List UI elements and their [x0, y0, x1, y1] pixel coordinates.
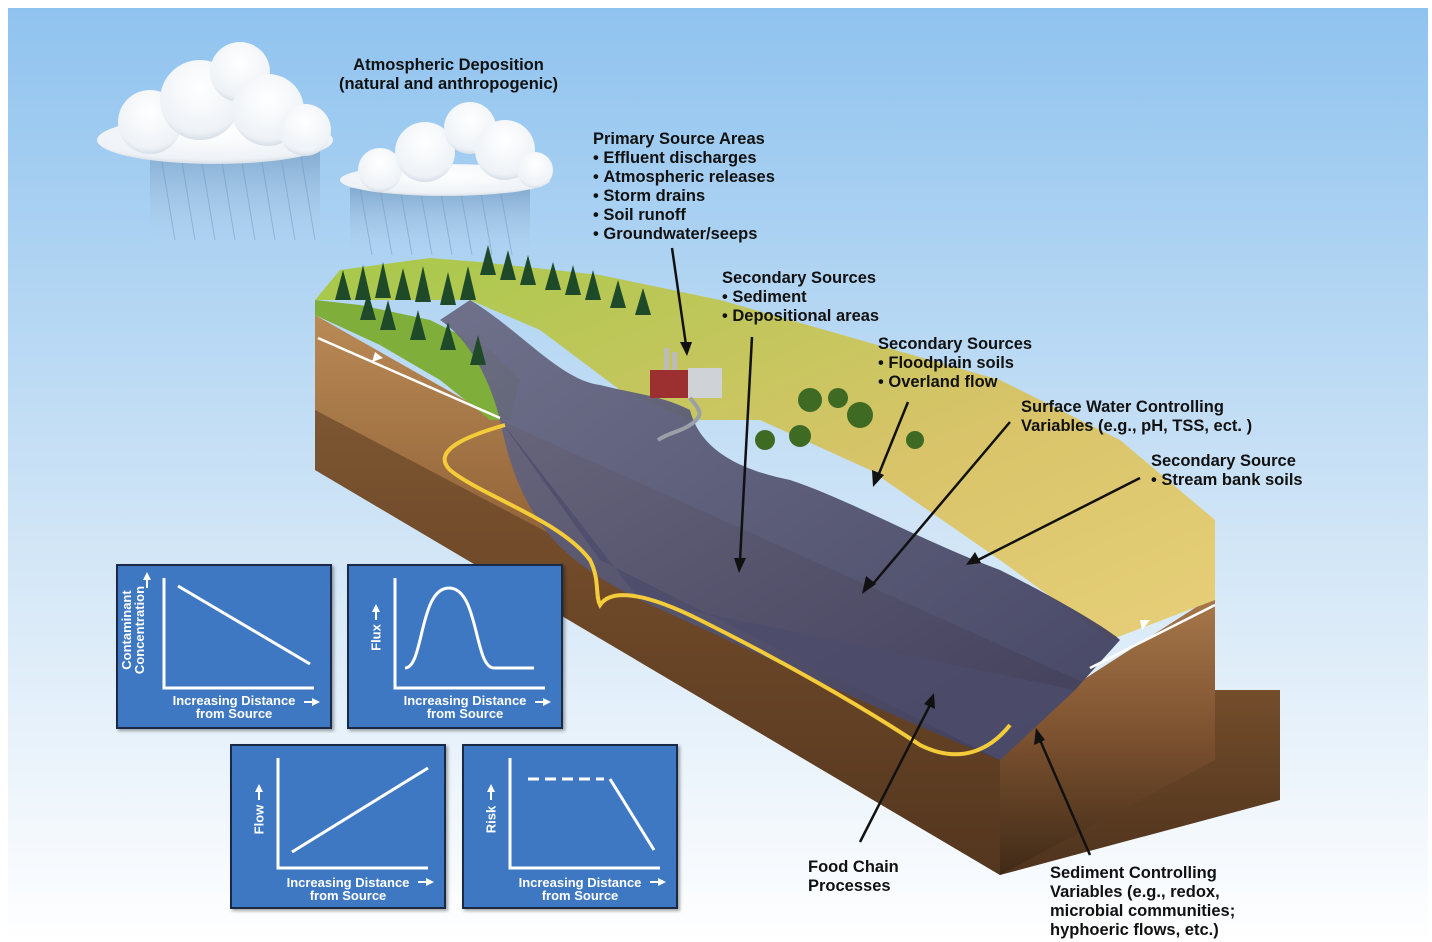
label-title: Secondary Sources [722, 269, 877, 287]
x-axis-label: Increasing Distance from Source [278, 876, 418, 902]
sediment-controlling-label: Sediment Controlling Variables (e.g., re… [1050, 864, 1235, 940]
y-axis-label: Flow [251, 795, 267, 845]
x-axis-label-line: Increasing Distance [286, 875, 410, 890]
list-item: Effluent discharges [593, 149, 775, 168]
graph-panel-concentration: Contaminant Concentration Increasing Dis… [116, 564, 332, 729]
graph-axes [255, 758, 434, 886]
secondary-source-bank-label: Secondary Source Stream bank soils [1151, 452, 1303, 490]
y-axis-label: Contaminant Concentration [119, 582, 147, 678]
x-axis-label-line: from Source [195, 706, 273, 721]
list-item: Groundwater/seeps [593, 225, 775, 244]
deciduous-trees-icon [755, 388, 924, 450]
water-table-lines [317, 336, 1216, 670]
secondary-sources-floodplain-label: Secondary Sources Floodplain soils Overl… [878, 335, 1032, 392]
label-line: Variables (e.g., redox, [1050, 883, 1220, 901]
y-axis-label-line: Concentration [132, 585, 147, 675]
label-title: Atmospheric Deposition [353, 56, 544, 74]
food-chain-label: Food Chain Processes [808, 858, 899, 896]
label-line: Sediment Controlling [1050, 864, 1217, 882]
list-item: Depositional areas [722, 307, 879, 326]
list-item: Atmospheric releases [593, 168, 775, 187]
cloud-right-icon [340, 102, 553, 258]
x-axis-label-line: Increasing Distance [403, 693, 527, 708]
list-item: Overland flow [878, 373, 1032, 392]
x-axis-label-line: from Source [309, 888, 387, 903]
graph-panel-risk: Risk Increasing Distance from Source [462, 744, 678, 909]
surface-water-variables-label: Surface Water Controlling Variables (e.g… [1021, 398, 1252, 436]
y-axis-label: Risk [483, 795, 499, 845]
river [440, 300, 1120, 760]
graph-axes [372, 578, 551, 706]
label-line: Surface Water Controlling [1021, 398, 1224, 416]
label-title: Primary Source Areas [593, 130, 765, 148]
y-axis-label: Flux [368, 613, 384, 663]
atmospheric-deposition-label: Atmospheric Deposition (natural and anth… [326, 56, 571, 94]
list-item: Sediment [722, 288, 879, 307]
x-axis-label-line: Increasing Distance [172, 693, 296, 708]
y-axis-label-line: Flow [251, 804, 267, 835]
flow-arrow-icon [1140, 620, 1150, 630]
primary-source-areas-label: Primary Source Areas Effluent discharges… [593, 130, 775, 244]
list-item: Soil runoff [593, 206, 775, 225]
x-axis-label-line: Increasing Distance [518, 875, 642, 890]
list-item: Storm drains [593, 187, 775, 206]
y-axis-label-line: Flux [368, 624, 384, 651]
label-line: Food Chain [808, 858, 899, 876]
graph-axes [143, 572, 320, 706]
label-line: Processes [808, 877, 891, 895]
x-axis-label: Increasing Distance from Source [395, 694, 535, 720]
label-line: Variables (e.g., pH, TSS, ect. ) [1021, 417, 1253, 435]
x-axis-label-line: from Source [426, 706, 504, 721]
conifer-trees-icon [335, 245, 651, 365]
cloud-left-icon [97, 42, 333, 248]
label-title: Secondary Sources [878, 335, 1033, 353]
graph-panel-flow: Flow Increasing Distance from Source [230, 744, 446, 909]
secondary-sources-sediment-label: Secondary Sources Sediment Depositional … [722, 269, 879, 326]
label-subtitle: (natural and anthropogenic) [338, 75, 559, 93]
x-axis-label: Increasing Distance from Source [510, 876, 650, 902]
list-item: Stream bank soils [1151, 471, 1302, 490]
factory-icon [650, 348, 722, 442]
callout-arrows [670, 247, 1141, 856]
contaminant-plume-line [442, 423, 1012, 757]
land-surface [315, 258, 1215, 640]
label-line: microbial communities; [1050, 902, 1236, 920]
graph-axes [487, 758, 666, 886]
x-axis-label: Increasing Distance from Source [164, 694, 304, 720]
label-title: Secondary Source [1151, 452, 1296, 470]
x-axis-label-line: from Source [541, 888, 619, 903]
y-axis-label-line: Risk [483, 805, 499, 834]
flow-arrow-icon [372, 352, 383, 362]
list-item: Floodplain soils [878, 354, 1032, 373]
label-line: hyphoeric flows, etc.) [1050, 921, 1219, 939]
graph-panel-flux: Flux Increasing Distance from Source [347, 564, 563, 729]
